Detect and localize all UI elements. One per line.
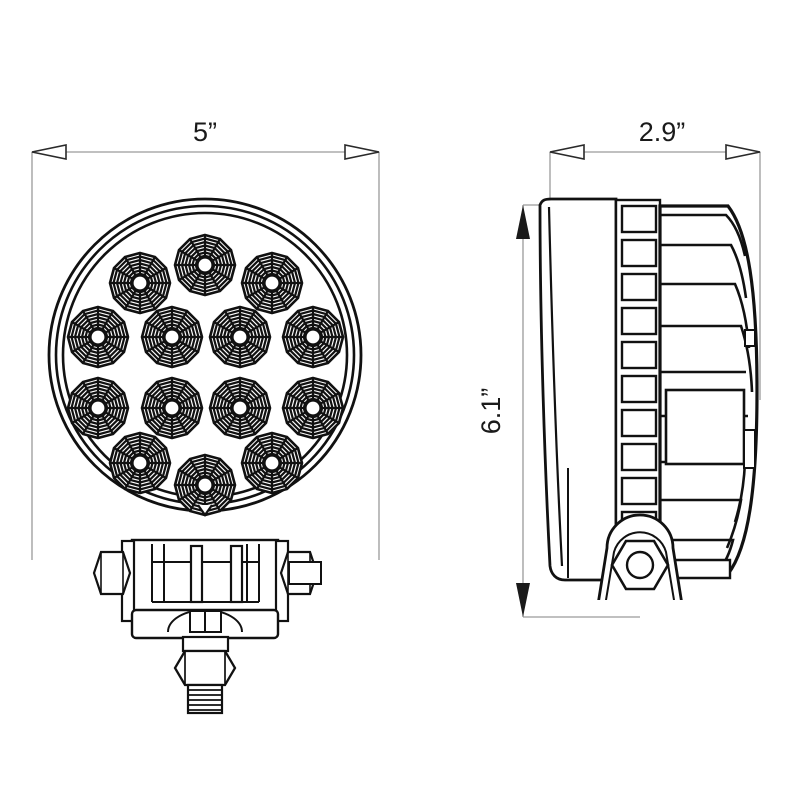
led-optic-9: [140, 376, 204, 440]
rear-panel: [664, 388, 746, 466]
side-view: [538, 197, 759, 600]
depth-dimension-label: 2.9”: [639, 117, 686, 147]
led-optic-3: [240, 251, 304, 315]
led-optic-12: [108, 431, 172, 495]
front-bracket: [92, 538, 322, 715]
dimension-depth: 2.9”: [549, 117, 761, 400]
side-bracket: [597, 513, 732, 600]
led-optic-14: [240, 431, 304, 495]
front-view: [47, 197, 363, 715]
led-optic-2: [173, 233, 237, 297]
stud-washer: [181, 635, 230, 653]
height-dimension-label: 6.1”: [476, 388, 506, 435]
led-optic-1: [108, 251, 172, 315]
bracket-inner-edge: [604, 531, 676, 600]
dimension-width: 5”: [31, 117, 380, 560]
pivot-hex-bolt: [610, 539, 670, 591]
led-optic-11: [281, 376, 345, 440]
rear-tab-upper: [744, 329, 756, 347]
rear-tab-lower: [743, 429, 756, 469]
led-optic-6: [208, 305, 272, 369]
bracket-bolt-left: [92, 550, 132, 596]
bracket-rib-left: [189, 544, 204, 604]
bracket-bolt-right-shank: [288, 561, 322, 585]
heat-sink-body: [658, 204, 759, 576]
led-optic-8: [66, 376, 130, 440]
bracket-body: [130, 538, 280, 622]
stud-hex-nut: [173, 649, 237, 687]
led-optic-5: [140, 305, 204, 369]
width-dimension-label: 5”: [193, 117, 217, 147]
led-optic-4: [66, 305, 130, 369]
lens-inner-edge: [547, 206, 564, 567]
led-optic-7: [281, 305, 345, 369]
led-optic-10: [208, 376, 272, 440]
housing-bottom-notch: [197, 504, 213, 517]
pivot-bolt-hole: [625, 550, 655, 580]
bracket-rib-right: [229, 544, 244, 604]
threaded-stud: [186, 683, 224, 715]
lens-bezel: [538, 197, 618, 582]
